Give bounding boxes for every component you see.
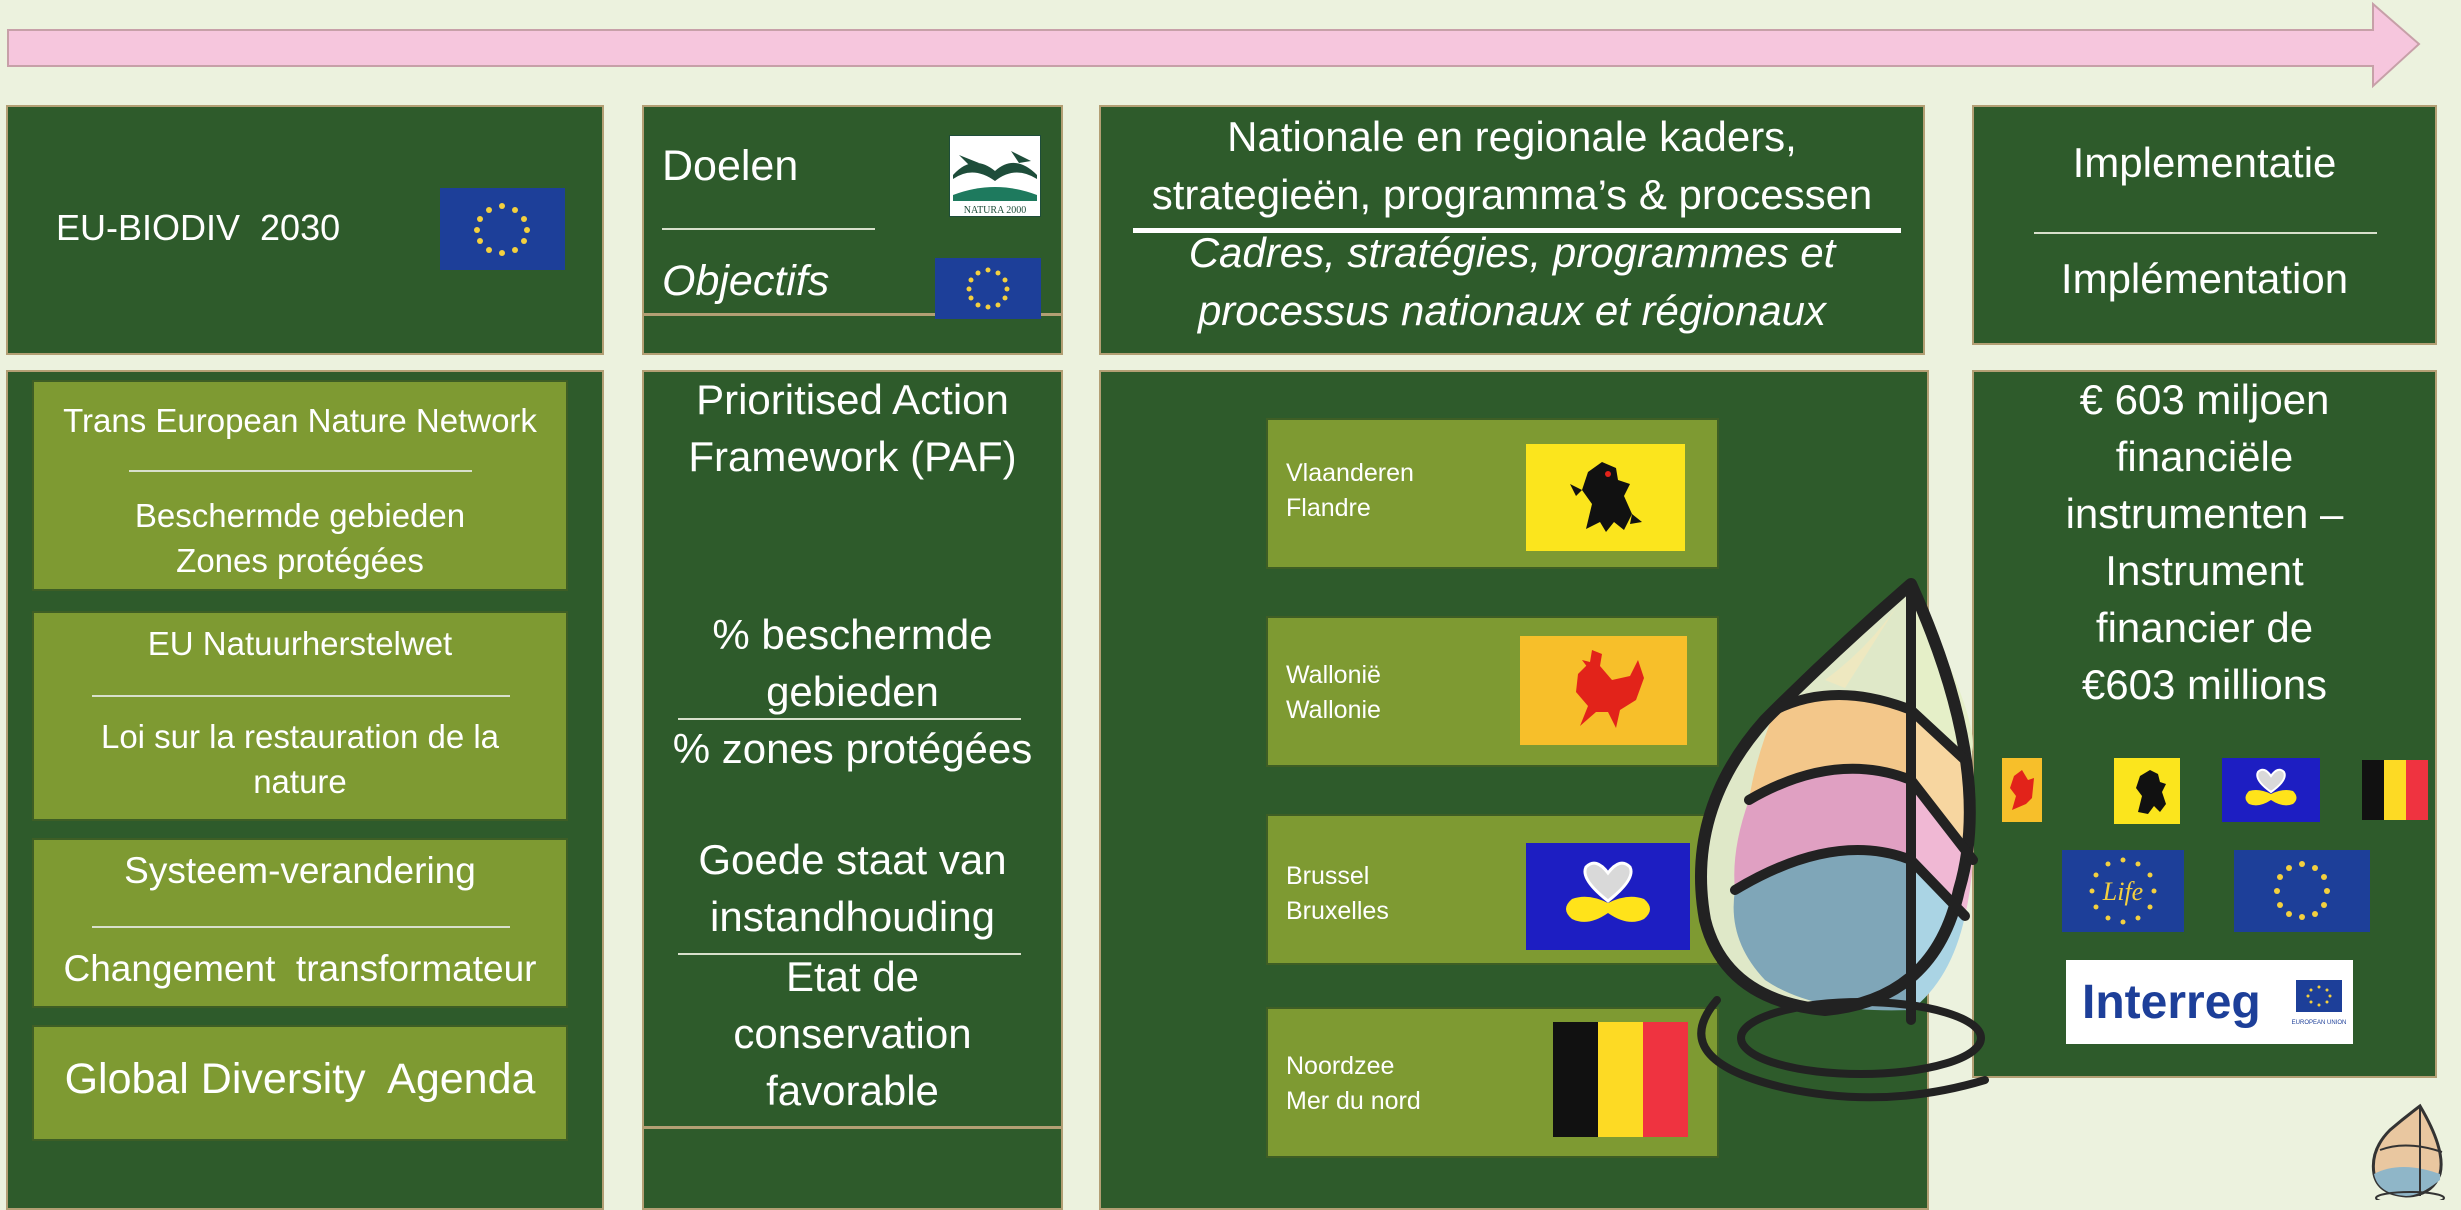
- flanders-small-flag-icon: [2114, 758, 2180, 824]
- col2-main-box: [642, 370, 1063, 1210]
- natuurherstel-title: EU Natuurherstelwet: [147, 625, 453, 662]
- systeem-title: Systeem-verandering: [124, 850, 476, 891]
- regions-main-box: Vlaanderen Flandre Wallonië Wallonie Bru…: [1099, 370, 1929, 1210]
- paf-title-line2: Framework (PAF): [688, 433, 1017, 480]
- funding-box: € 603 miljoen financiële instrumenten – …: [1972, 370, 2437, 1078]
- brussels-iris-flag-icon: [1526, 843, 1690, 950]
- region-nl-wallonie: Wallonië: [1286, 661, 1381, 689]
- implementatie-divider: [2034, 232, 2377, 234]
- region-card-vlaanderen: Vlaanderen Flandre: [1266, 418, 1719, 569]
- corner-leaf-logo-icon: [2371, 1103, 2445, 1200]
- region-nl-brussel: Brussel: [1286, 862, 1370, 890]
- amount-line2: financiële: [2115, 433, 2294, 480]
- life-logo-text: Life: [2102, 877, 2143, 906]
- paf-title-line1: Prioritised Action: [696, 376, 1009, 423]
- systeem-divider: [92, 926, 510, 928]
- systeem-box: Systeem-verandering Changement transform…: [32, 838, 568, 1008]
- region-fr-brussel: Bruxelles: [1286, 897, 1389, 925]
- wallonia-small-flag-icon: [2002, 758, 2042, 822]
- kaders-divider: [1133, 228, 1901, 233]
- interreg-logo-text: Interreg: [2082, 976, 2261, 1029]
- goede-divider: [678, 953, 1021, 955]
- tenn-divider: [129, 470, 472, 472]
- tenn-title: Trans European Nature Network: [63, 402, 537, 439]
- region-card-noordzee: Noordzee Mer du nord: [1266, 1007, 1719, 1158]
- amount-line5: financier de: [2095, 604, 2314, 651]
- implementatie-header-box: Implementatie Implémentation: [1972, 105, 2437, 345]
- goede-line2: instandhouding: [710, 893, 995, 940]
- implementatie-nl: Implementatie: [2072, 139, 2337, 186]
- eu-flag-medium-icon: [2234, 850, 2370, 932]
- region-fr-noordzee: Mer du nord: [1286, 1087, 1421, 1115]
- region-nl-noordzee: Noordzee: [1286, 1052, 1395, 1080]
- leaf-water-logo-icon: [1695, 578, 1989, 1102]
- region-card-brussel: Brussel Bruxelles: [1266, 814, 1719, 965]
- eu-flag-icon: [440, 188, 565, 270]
- kaders-nl-line2: strategieën, programma’s & processen: [1151, 171, 1873, 218]
- belgium-tricolor-flag-icon: [1553, 1022, 1688, 1137]
- life-programme-logo-icon: Life: [2062, 850, 2184, 932]
- amount-line4: Instrument: [2105, 547, 2304, 594]
- eu-flag-small-icon: [935, 258, 1041, 319]
- etat-line3: favorable: [766, 1067, 939, 1114]
- natuurherstel-box: EU Natuurherstelwet Loi sur la restaurat…: [32, 611, 568, 821]
- brussels-small-flag-icon: [2222, 758, 2320, 822]
- eu-biodiv-header-box: EU-BIODIV 2030: [6, 105, 604, 355]
- doelen-divider: [662, 228, 875, 230]
- pct-fr: % zones protégées: [672, 725, 1033, 772]
- doelen-label: Doelen: [662, 142, 799, 190]
- implementatie-fr: Implémentation: [2060, 255, 2349, 302]
- col2-bottom-strip: [642, 1126, 1063, 1129]
- kaders-fr-line1: Cadres, stratégies, programmes et: [1188, 229, 1836, 276]
- etat-line1: Etat de: [785, 953, 920, 1000]
- region-fr-vlaanderen: Flandre: [1286, 494, 1371, 522]
- systeem-fr: Changement transformateur: [63, 948, 537, 989]
- goede-line1: Goede staat van: [698, 836, 1007, 883]
- tenn-fr-line1: Beschermde gebieden: [134, 497, 466, 534]
- kaders-nl-line1: Nationale en regionale kaders,: [1227, 113, 1797, 160]
- region-nl-vlaanderen: Vlaanderen: [1286, 459, 1414, 487]
- tenn-box: Trans European Nature Network Beschermde…: [32, 380, 568, 591]
- region-fr-wallonie: Wallonie: [1286, 696, 1381, 724]
- pct-divider: [678, 718, 1021, 720]
- natuurherstel-divider: [92, 695, 510, 697]
- region-card-wallonie: Wallonië Wallonie: [1266, 616, 1719, 767]
- kaders-fr-line2: processus nationaux et régionaux: [1197, 287, 1827, 334]
- pct-nl-line2: gebieden: [766, 668, 939, 715]
- natura-logo-text: NATURA 2000: [964, 205, 1027, 216]
- global-diversity-title: Global Diversity Agenda: [64, 1055, 536, 1103]
- timeline-arrow: [7, 1, 2421, 89]
- eu-biodiv-title: EU-BIODIV 2030: [56, 207, 341, 248]
- interreg-logo-icon: Interreg EUROPEAN UNION: [2066, 960, 2353, 1044]
- amount-line1: € 603 miljoen: [2079, 376, 2330, 423]
- objectifs-label: Objectifs: [662, 257, 830, 305]
- pct-nl-line1: % beschermde: [712, 611, 993, 658]
- col1-main-box: Trans European Nature Network Beschermde…: [6, 370, 604, 1210]
- interreg-eu-text: EUROPEAN UNION: [2292, 1020, 2347, 1026]
- flanders-lion-flag-icon: [1526, 444, 1685, 551]
- amount-line3: instrumenten –: [2065, 490, 2344, 537]
- amount-line6: €603 millions: [2081, 661, 2328, 708]
- tenn-fr-line2: Zones protégées: [176, 542, 424, 579]
- natuurherstel-fr-line1: Loi sur la restauration de la: [100, 718, 500, 755]
- objectifs-strip: [642, 313, 1063, 316]
- global-diversity-box: Global Diversity Agenda: [32, 1025, 568, 1141]
- natura-2000-logo: NATURA 2000: [949, 135, 1041, 217]
- wallonia-rooster-flag-icon: [1520, 636, 1687, 745]
- belgium-small-flag-icon: [2362, 760, 2428, 820]
- natuurherstel-fr-line2: nature: [253, 763, 347, 800]
- etat-line2: conservation: [733, 1010, 972, 1057]
- kaders-header-box: Nationale en regionale kaders, strategie…: [1099, 105, 1925, 355]
